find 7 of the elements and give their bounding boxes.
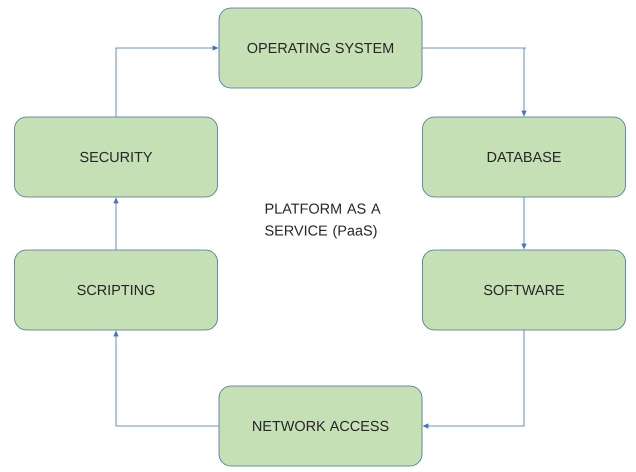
process-box: DATABASE	[422, 116, 626, 198]
process-box: SECURITY	[14, 116, 218, 198]
process-box: SCRIPTING	[14, 250, 218, 330]
center-label: PLATFORM AS A SERVICE (PaaS)	[265, 204, 381, 238]
process-box: SOFTWARE	[422, 250, 626, 330]
process-box: NETWORK ACCESS	[218, 386, 422, 466]
process-box: OPERATING SYSTEM	[218, 8, 422, 88]
